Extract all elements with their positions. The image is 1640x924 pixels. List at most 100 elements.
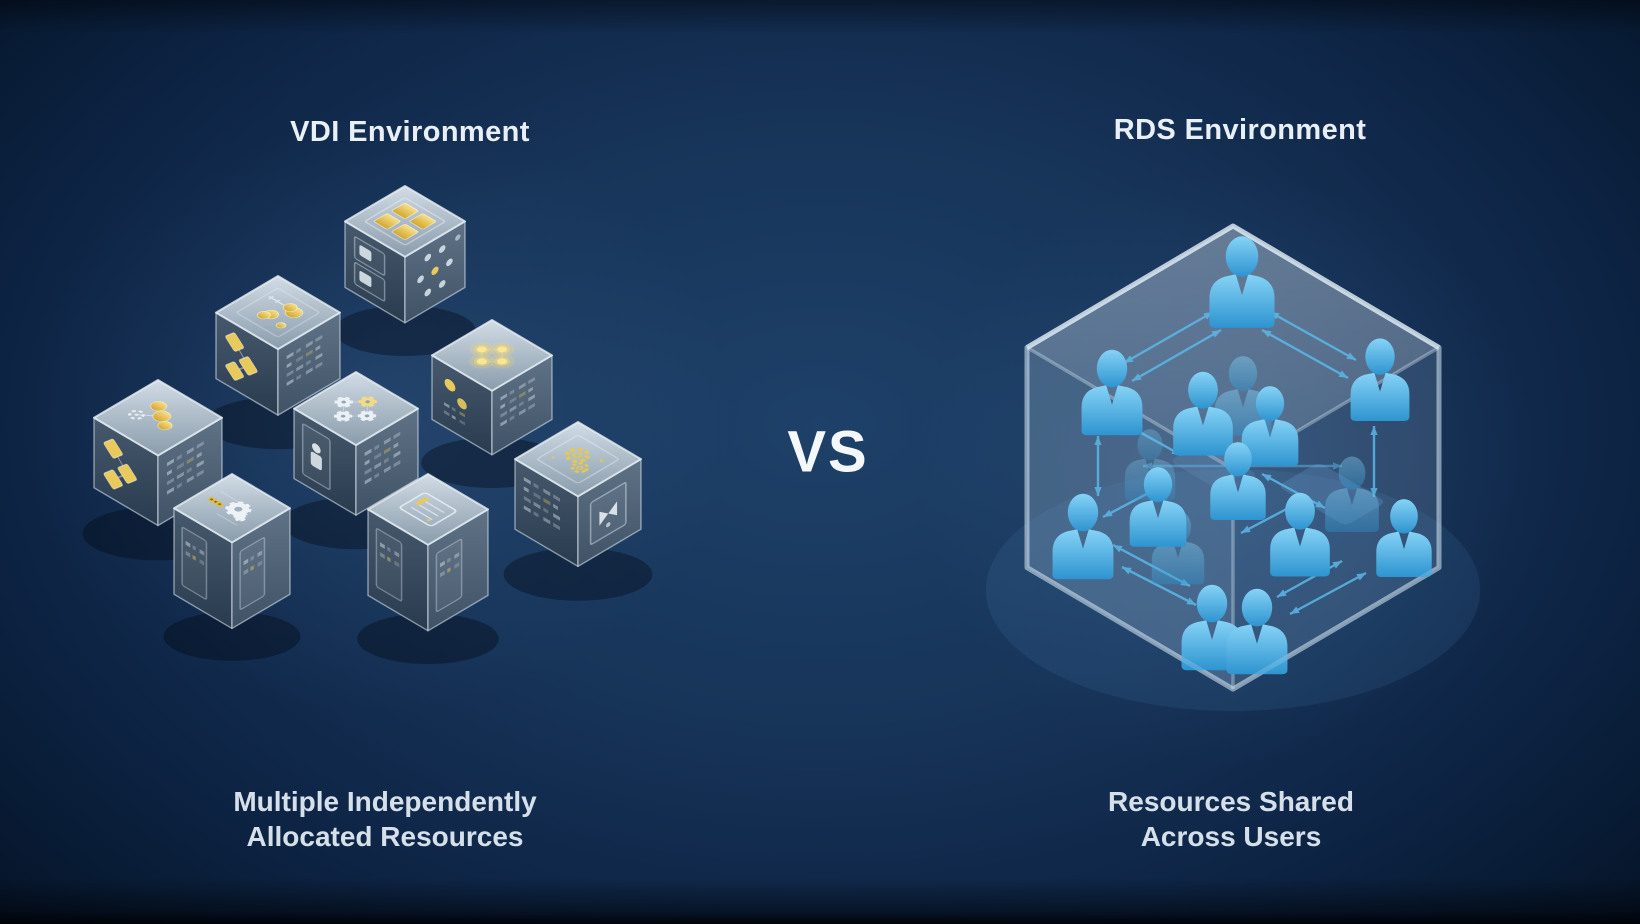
user-icon bbox=[1325, 456, 1379, 532]
left-face-detail bbox=[375, 528, 403, 602]
rds-shared-cube bbox=[913, 170, 1553, 768]
cube-top-face bbox=[293, 371, 419, 447]
face-glyph bbox=[500, 403, 506, 410]
face-glyph bbox=[176, 454, 182, 461]
dot-icon bbox=[424, 288, 432, 297]
face-glyph bbox=[447, 567, 451, 574]
face-glyph bbox=[250, 565, 254, 572]
face-glyph bbox=[533, 511, 539, 518]
user-icon bbox=[1052, 493, 1114, 580]
user-glyph-icon bbox=[311, 443, 321, 454]
right-face-detail bbox=[166, 441, 204, 495]
face-glyph bbox=[199, 549, 205, 556]
face-glyph bbox=[192, 554, 196, 561]
dot-icon bbox=[424, 253, 432, 262]
face-glyph bbox=[553, 513, 561, 521]
user-icon bbox=[1210, 442, 1266, 520]
chip-grid-icon bbox=[364, 197, 446, 246]
face-glyph bbox=[509, 396, 517, 404]
vdi-cube-engine bbox=[163, 473, 301, 661]
vdi-cube-document bbox=[357, 473, 499, 664]
cube-shadow bbox=[163, 612, 301, 661]
diamond-node-icon bbox=[117, 463, 137, 484]
face-glyph bbox=[509, 405, 517, 413]
face-glyph bbox=[383, 457, 389, 464]
face-glyph bbox=[286, 378, 294, 386]
face-glyph bbox=[186, 446, 194, 455]
face-glyph bbox=[374, 472, 380, 479]
diamond-node-icon bbox=[225, 332, 244, 352]
face-glyph bbox=[364, 467, 372, 476]
right-face-detail bbox=[435, 538, 463, 613]
share-arrow bbox=[1276, 559, 1343, 599]
document-icon bbox=[399, 492, 457, 527]
left-face-detail bbox=[444, 378, 467, 426]
face-glyph bbox=[199, 558, 205, 566]
diamond-node-icon bbox=[238, 356, 258, 376]
face-glyph bbox=[519, 400, 524, 407]
face-glyph bbox=[380, 542, 385, 549]
face-glyph bbox=[519, 408, 526, 416]
dot-icon bbox=[417, 275, 424, 284]
face-glyph bbox=[315, 334, 323, 343]
dot-icon bbox=[446, 258, 453, 267]
face-panel bbox=[239, 537, 266, 610]
face-glyph bbox=[500, 410, 507, 418]
face-panel bbox=[375, 528, 403, 602]
window-icon bbox=[359, 245, 372, 262]
face-glyph bbox=[451, 406, 456, 412]
right-face-detail bbox=[286, 334, 323, 386]
cube-top-face bbox=[431, 319, 553, 392]
face-glyph bbox=[286, 351, 294, 360]
face-glyph bbox=[257, 550, 263, 558]
window-icon bbox=[359, 271, 372, 287]
glow-dots-icon bbox=[469, 342, 515, 369]
left-face-detail bbox=[301, 423, 331, 491]
user-icon bbox=[1350, 338, 1410, 421]
face-glyph bbox=[286, 369, 294, 378]
face-glyph bbox=[176, 482, 182, 489]
user-icon bbox=[1129, 467, 1187, 547]
face-glyph bbox=[196, 469, 204, 478]
face-glyph bbox=[383, 465, 391, 474]
face-glyph bbox=[166, 477, 174, 486]
face-glyph bbox=[257, 560, 263, 567]
face-glyph bbox=[500, 419, 507, 427]
rds-caption-line1: Resources Shared bbox=[1108, 786, 1354, 817]
face-glyph bbox=[523, 476, 531, 485]
cube-shadow bbox=[503, 547, 653, 601]
rds-caption-line2: Across Users bbox=[1140, 821, 1322, 852]
face-glyph bbox=[192, 544, 196, 551]
face-glyph bbox=[186, 456, 194, 465]
face-glyph bbox=[533, 482, 539, 490]
face-glyph bbox=[553, 522, 561, 531]
face-glyph bbox=[166, 487, 174, 495]
vdi-caption-line1: Multiple Independently bbox=[233, 786, 537, 817]
diamond-node-icon bbox=[225, 361, 244, 381]
face-glyph bbox=[315, 345, 321, 352]
face-glyph bbox=[380, 552, 385, 559]
face-glyph bbox=[387, 556, 391, 563]
user-icon bbox=[1376, 499, 1432, 577]
face-glyph bbox=[196, 460, 204, 468]
face-glyph bbox=[533, 492, 541, 500]
face-glyph bbox=[196, 451, 202, 459]
face-glyph bbox=[185, 550, 191, 558]
face-glyph bbox=[509, 415, 515, 421]
face-glyph bbox=[185, 540, 191, 548]
face-glyph bbox=[523, 495, 531, 504]
face-glyph bbox=[500, 393, 507, 401]
face-glyph bbox=[374, 461, 382, 470]
cube-rim-overlay bbox=[1024, 223, 1442, 692]
face-glyph bbox=[305, 349, 313, 357]
face-glyph bbox=[305, 367, 313, 375]
right-face-detail bbox=[589, 482, 627, 545]
vs-label: VS bbox=[787, 419, 869, 485]
face-glyph bbox=[305, 359, 311, 366]
share-arrow bbox=[1370, 426, 1378, 497]
face-glyph bbox=[315, 361, 323, 369]
face-glyph bbox=[444, 410, 450, 417]
share-arrow bbox=[1261, 328, 1349, 380]
